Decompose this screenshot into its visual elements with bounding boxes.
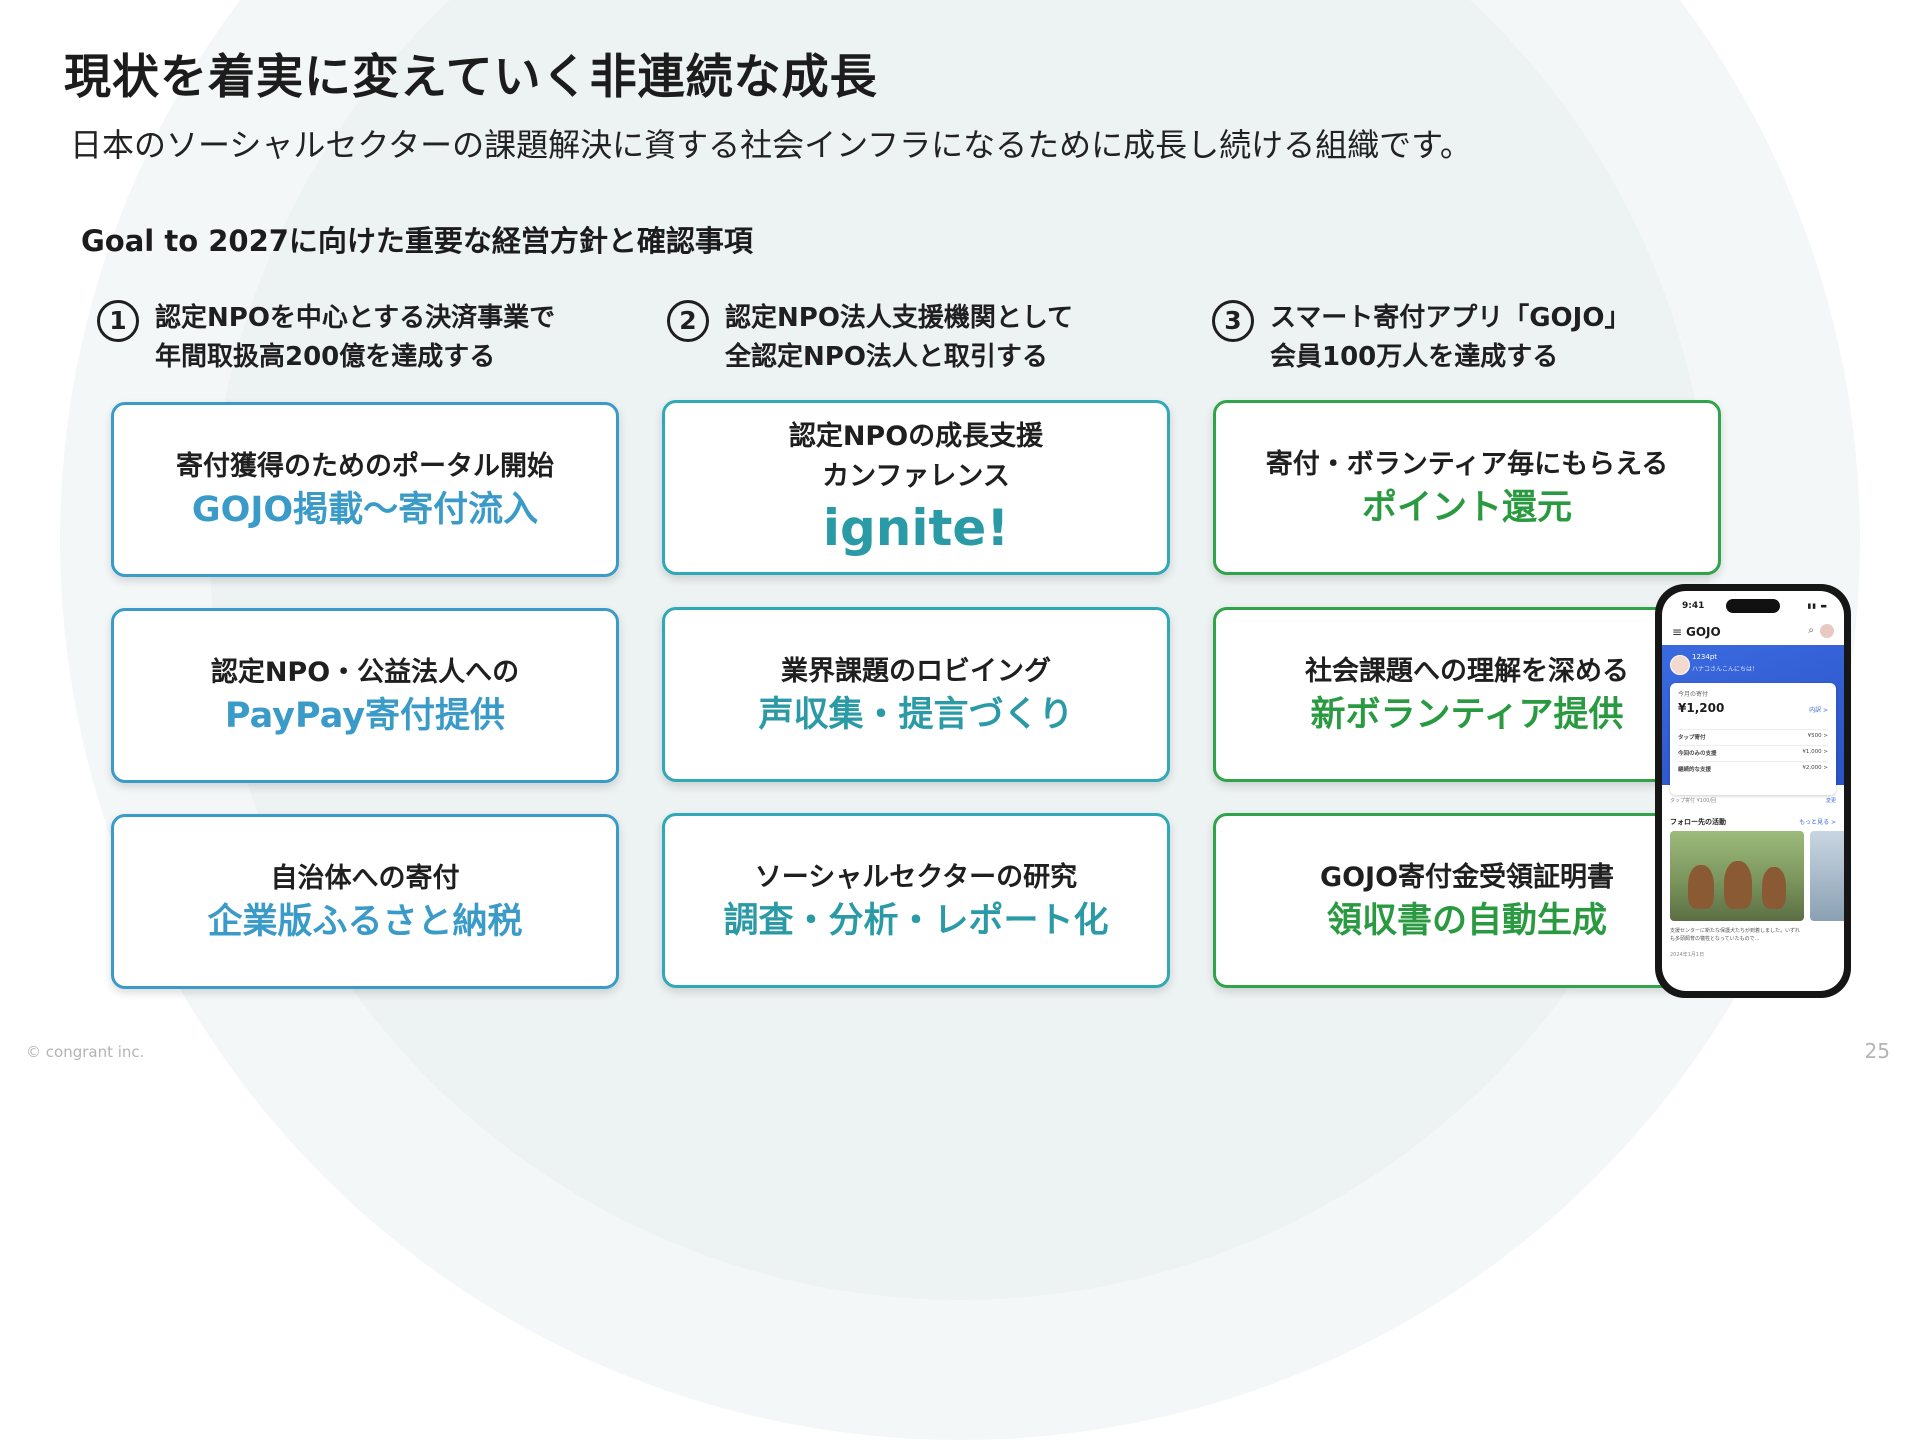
copyright: © congrant inc.	[26, 1043, 145, 1061]
row-value: ¥500 >	[1807, 733, 1828, 739]
card-receipt: GOJO寄付金受領証明書 領収書の自動生成	[1213, 813, 1721, 988]
goal-line: 会員100万人を達成する	[1270, 342, 1559, 372]
avatar	[1820, 624, 1834, 638]
donation-summary-card: 今月の寄付 ¥1,200 内訳 > タップ寄付 ¥500 > 今回のみの支援 ¥1,…	[1670, 683, 1836, 795]
goal-2: 2 認定NPO法人支援機関として全認定NPO法人と取引する	[667, 299, 1073, 377]
goal-1: 1 認定NPOを中心とする決済事業で年間取扱高200億を達成する	[97, 299, 555, 377]
post-date: 2024年1月1日	[1670, 952, 1705, 958]
card-ignite: 認定NPOの成長支援 カンファレンス ignite!	[662, 400, 1170, 575]
goal-line: スマート寄付アプリ「GOJO」	[1270, 303, 1631, 333]
goal-line: 全認定NPO法人と取引する	[725, 342, 1048, 372]
see-more-link: もっと見る >	[1799, 819, 1836, 826]
card-paypay: 認定NPO・公益法人への PayPay寄付提供	[111, 608, 619, 783]
tap-note: タップ寄付 ¥100/回	[1670, 798, 1716, 804]
card-volunteer: 社会課題への理解を深める 新ボランティア提供	[1213, 607, 1721, 782]
detail-link: 内訳 >	[1809, 707, 1828, 714]
card-label: 自治体への寄付	[270, 862, 460, 894]
card-lobbying: 業界課題のロビイング 声収集・提言づくり	[662, 607, 1170, 782]
card-label: 社会課題への理解を深める	[1305, 655, 1629, 687]
card-value: 企業版ふるさと納税	[207, 901, 523, 942]
phone-screen: 9:41 ▮▮ ▬ ≡ GOJO ⌕ 1234pt ハナコさんこんにちは！ 今月…	[1662, 591, 1844, 991]
card-furusato: 自治体への寄付 企業版ふるさと納税	[111, 814, 619, 989]
follow-heading: フォロー先の活動	[1670, 818, 1726, 826]
row-label: タップ寄付	[1678, 735, 1706, 741]
donation-row: 今回のみの支援 ¥1,000 >	[1678, 745, 1828, 757]
row-value: ¥1,000 >	[1802, 749, 1828, 755]
card-value: ignite!	[822, 498, 1010, 557]
card-value: PayPay寄付提供	[224, 695, 506, 736]
card-points: 寄付・ボランティア毎にもらえる ポイント還元	[1213, 400, 1721, 575]
goal-line: 認定NPO法人支援機関として	[725, 303, 1074, 333]
card-value: 新ボランティア提供	[1310, 694, 1624, 735]
card-label: ソーシャルセクターの研究	[754, 861, 1078, 893]
card-label: 寄付獲得のためのポータル開始	[176, 450, 554, 482]
row-label: 継続的な支援	[1678, 767, 1712, 773]
greeting: ハナコさんこんにちは！	[1692, 666, 1759, 673]
page-number: 25	[1864, 1039, 1890, 1063]
dog-shape	[1688, 865, 1714, 909]
goal-number-badge: 2	[667, 300, 709, 342]
row-label: 今回のみの支援	[1678, 751, 1717, 757]
phone-time: 9:41	[1682, 601, 1705, 611]
donation-amount: ¥1,200	[1678, 701, 1725, 715]
goal-number-badge: 1	[97, 300, 139, 342]
month-label: 今月の寄付	[1678, 691, 1709, 698]
app-logo: GOJO	[1686, 625, 1721, 639]
card-value: 調査・分析・レポート化	[723, 900, 1109, 941]
dynamic-island	[1726, 599, 1780, 613]
card-label: GOJO寄付金受領証明書	[1319, 861, 1615, 893]
goal-line: 認定NPOを中心とする決済事業で	[155, 303, 556, 333]
signal-battery-icon: ▮▮ ▬	[1807, 602, 1828, 610]
card-portal: 寄付獲得のためのポータル開始 GOJO掲載〜寄付流入	[111, 402, 619, 577]
user-avatar	[1670, 655, 1690, 675]
dog-shape	[1762, 867, 1786, 909]
search-icon: ⌕	[1808, 625, 1814, 636]
phone-hero: 1234pt ハナコさんこんにちは！ 今月の寄付 ¥1,200 内訳 > タップ…	[1662, 645, 1844, 795]
card-label: 寄付・ボランティア毎にもらえる	[1265, 448, 1669, 480]
phone-mockup: 9:41 ▮▮ ▬ ≡ GOJO ⌕ 1234pt ハナコさんこんにちは！ 今月…	[1655, 584, 1851, 998]
card-label: 認定NPO・公益法人への	[210, 656, 520, 688]
section-heading: Goal to 2027に向けた重要な経営方針と確認事項	[81, 224, 753, 258]
donation-row: 継続的な支援 ¥2,000 >	[1678, 761, 1828, 773]
row-value: ¥2,000 >	[1802, 765, 1828, 771]
card-label: 業界課題のロビイング	[781, 655, 1051, 687]
card-value: 声収集・提言づくり	[758, 694, 1074, 735]
goal-number-badge: 3	[1212, 300, 1254, 342]
donation-row: タップ寄付 ¥500 >	[1678, 729, 1828, 741]
card-label: 認定NPOの成長支援 カンファレンス	[788, 420, 1044, 492]
card-research: ソーシャルセクターの研究 調査・分析・レポート化	[662, 813, 1170, 988]
change-link: 変更	[1825, 798, 1836, 804]
card-value: GOJO掲載〜寄付流入	[191, 489, 539, 530]
menu-icon: ≡	[1672, 625, 1683, 639]
activity-photo	[1670, 831, 1804, 921]
activity-caption: 支援センターに新たな保護犬たちが到着しました。いずれも多頭飼育の犠牲となっていた…	[1670, 928, 1801, 942]
activity-photo-next	[1810, 831, 1844, 921]
goal-3: 3 スマート寄付アプリ「GOJO」会員100万人を達成する	[1212, 299, 1630, 377]
card-value: ポイント還元	[1361, 487, 1572, 528]
dog-shape	[1724, 861, 1752, 909]
card-value: 領収書の自動生成	[1326, 900, 1607, 941]
goal-line: 年間取扱高200億を達成する	[155, 342, 496, 372]
slide-title: 現状を着実に変えていく非連続な成長	[64, 50, 878, 105]
points-balance: 1234pt	[1692, 653, 1718, 661]
slide-subtitle: 日本のソーシャルセクターの課題解決に資する社会インフラになるために成長し続ける組…	[70, 126, 1472, 164]
